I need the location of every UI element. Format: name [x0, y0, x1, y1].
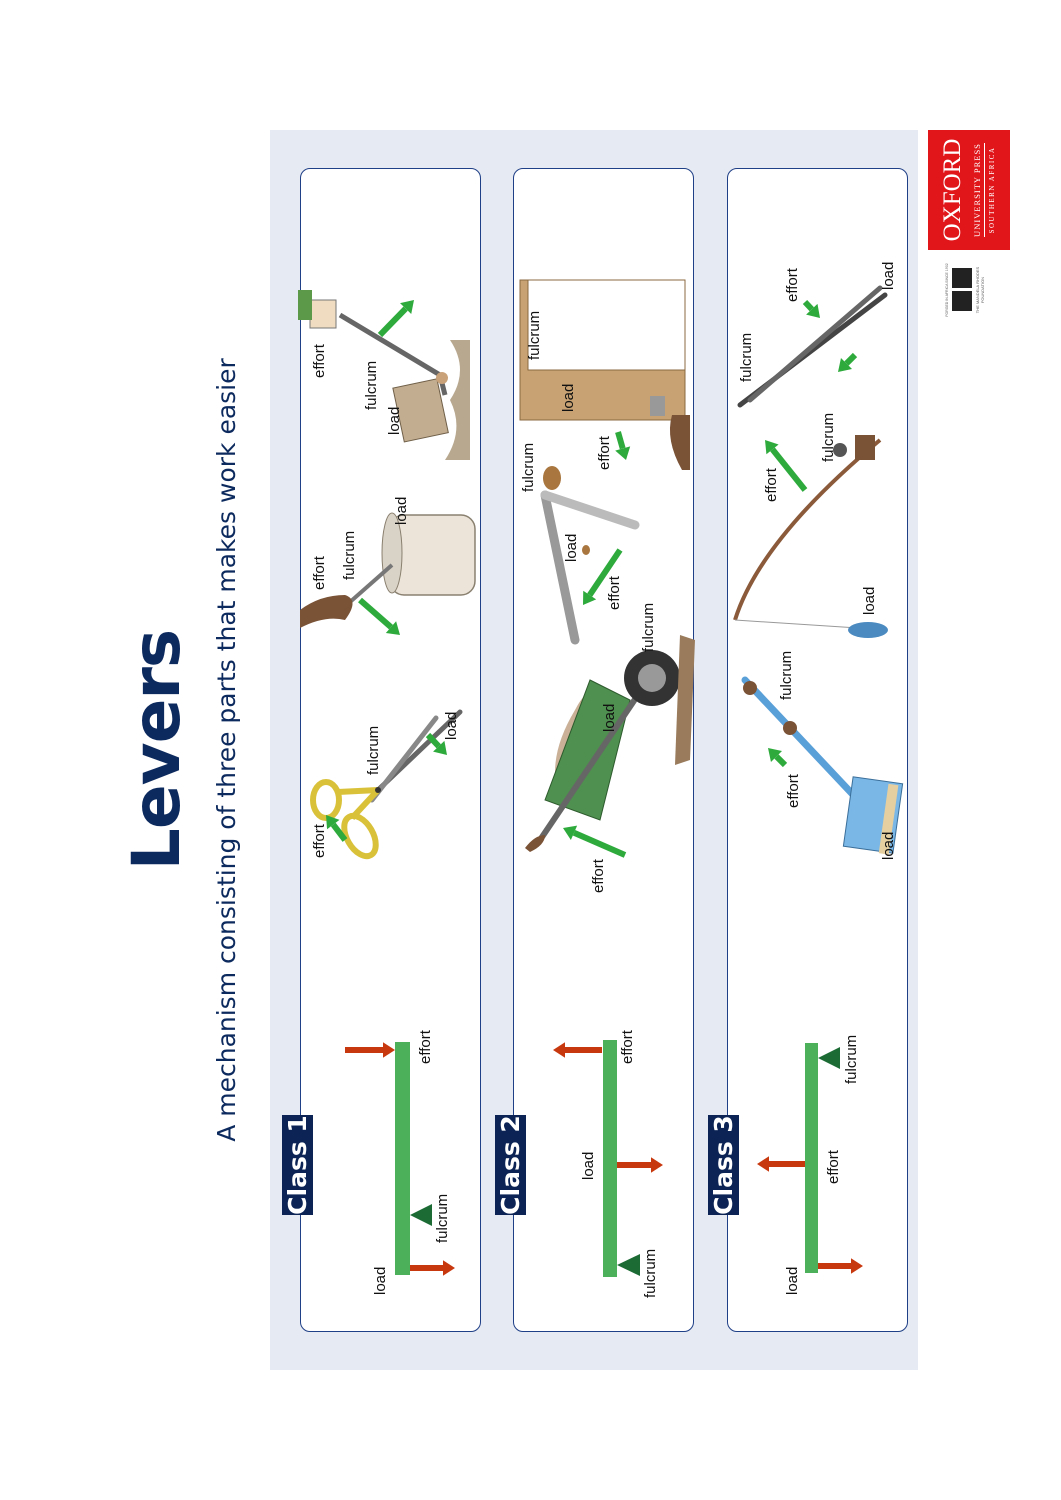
broom-illustration: [741, 676, 904, 855]
class-3-effort-label: effort: [825, 1150, 842, 1184]
fulcrum-triangle: [818, 1047, 840, 1069]
wheelbarrow-illustration: [525, 635, 695, 852]
mandela-rhodes-foundation-logo: FORGED IN AFRICA SINCE 1902 THE MANDELA …: [945, 262, 995, 318]
motion-direction-arrow: [615, 431, 631, 460]
oxford-logo-line3: SOUTHERN AFRICA: [988, 146, 996, 234]
class-2-diagram: [603, 1040, 640, 1277]
lever-bar: [395, 1042, 410, 1275]
motion-arrows: [326, 299, 858, 858]
scissors-effort-label: effort: [311, 824, 328, 858]
fishing-rod-illustration: [733, 435, 888, 638]
motion-direction-arrow: [563, 825, 627, 858]
nutcracker-fulcrum-label: fulcrum: [520, 442, 537, 492]
mandela-logo-name: THE MANDELA RHODES FOUNDATION: [975, 266, 985, 314]
oxford-logo-line2: UNIVERSITY PRESS: [972, 143, 985, 237]
motion-direction-arrow: [425, 732, 447, 755]
class-2-tab: Class 2: [495, 1115, 526, 1215]
class-1-diagram: [395, 1042, 432, 1275]
class-2-load-label: load: [580, 1151, 597, 1180]
nutcracker-illustration: [540, 466, 640, 645]
class-2-fulcrum-label: fulcrum: [642, 1248, 659, 1298]
motion-direction-arrow: [768, 748, 788, 768]
fishing-rod-effort-label: effort: [763, 468, 780, 502]
class-2-effort-label: effort: [619, 1030, 636, 1064]
class-1-fulcrum-label: fulcrum: [434, 1193, 451, 1243]
nutcracker-effort-label: effort: [606, 576, 623, 610]
tweezers-fulcrum-label: fulcrum: [738, 332, 755, 382]
load-force-arrow: [410, 1260, 455, 1276]
oxford-university-press-logo: OXFORD UNIVERSITY PRESS SOUTHERN AFRICA: [928, 130, 1010, 250]
tweezers-illustration: [737, 285, 888, 408]
effort-force-arrow: [553, 1042, 602, 1058]
fishing-rod-load-label: load: [861, 586, 878, 615]
portrait-image: [952, 268, 972, 289]
motion-direction-arrow: [377, 300, 414, 338]
tin-effort-label: effort: [311, 556, 328, 590]
force-arrows: [345, 1042, 863, 1276]
broom-fulcrum-label: fulcrum: [778, 650, 795, 700]
scissors-illustration: [310, 709, 463, 860]
class-3-fulcrum-label: fulcrum: [843, 1034, 860, 1084]
load-force-arrow: [818, 1258, 863, 1274]
scissors-fulcrum-label: fulcrum: [365, 725, 382, 775]
motion-direction-arrow: [358, 597, 400, 635]
motion-direction-arrow: [326, 815, 348, 842]
motion-direction-arrow: [802, 299, 820, 318]
crowbar-illustration: [298, 290, 470, 460]
fishing-rod-fulcrum-label: fulcrum: [820, 412, 837, 462]
wheelbarrow-load-label: load: [601, 703, 618, 732]
oxford-logo-line1: OXFORD: [939, 138, 966, 242]
class-1-effort-label: effort: [417, 1030, 434, 1064]
tin-load-label: load: [393, 496, 410, 525]
motion-direction-arrow: [838, 352, 858, 372]
crowbar-fulcrum-label: fulcrum: [363, 360, 380, 410]
door-illustration: [519, 279, 690, 470]
portrait-image: [952, 291, 972, 312]
door-load-label: load: [560, 383, 577, 412]
class-1-tab: Class 1: [282, 1115, 313, 1215]
tweezers-effort-label: effort: [784, 268, 801, 302]
door-effort-label: effort: [596, 436, 613, 470]
motion-direction-arrow: [583, 548, 623, 605]
door-fulcrum-label: fulcrum: [526, 310, 543, 360]
class-3-diagram: [805, 1043, 840, 1273]
scissors-load-label: load: [443, 711, 460, 740]
class-3-tab: Class 3: [708, 1115, 739, 1215]
mandela-logo-tagline: FORGED IN AFRICA SINCE 1902: [945, 263, 949, 317]
tweezers-load-label: load: [880, 261, 897, 290]
broom-load-label: load: [880, 831, 897, 860]
motion-direction-arrow: [765, 440, 808, 492]
broom-effort-label: effort: [785, 774, 802, 808]
load-force-arrow: [617, 1157, 663, 1173]
paint-tin-illustration: [300, 512, 476, 628]
crowbar-effort-label: effort: [311, 344, 328, 378]
crowbar-load-label: load: [386, 406, 403, 435]
class-3-load-label: load: [784, 1266, 801, 1295]
lever-bar: [603, 1040, 617, 1277]
class-1-load-label: load: [372, 1266, 389, 1295]
effort-force-arrow: [757, 1156, 805, 1172]
effort-force-arrow: [345, 1042, 395, 1058]
lever-bar: [805, 1043, 818, 1273]
fulcrum-triangle: [617, 1254, 640, 1276]
fulcrum-triangle: [410, 1204, 432, 1226]
wheelbarrow-effort-label: effort: [590, 859, 607, 893]
nutcracker-load-label: load: [563, 533, 580, 562]
tin-fulcrum-label: fulcrum: [341, 530, 358, 580]
wheelbarrow-fulcrum-label: fulcrum: [640, 602, 657, 652]
